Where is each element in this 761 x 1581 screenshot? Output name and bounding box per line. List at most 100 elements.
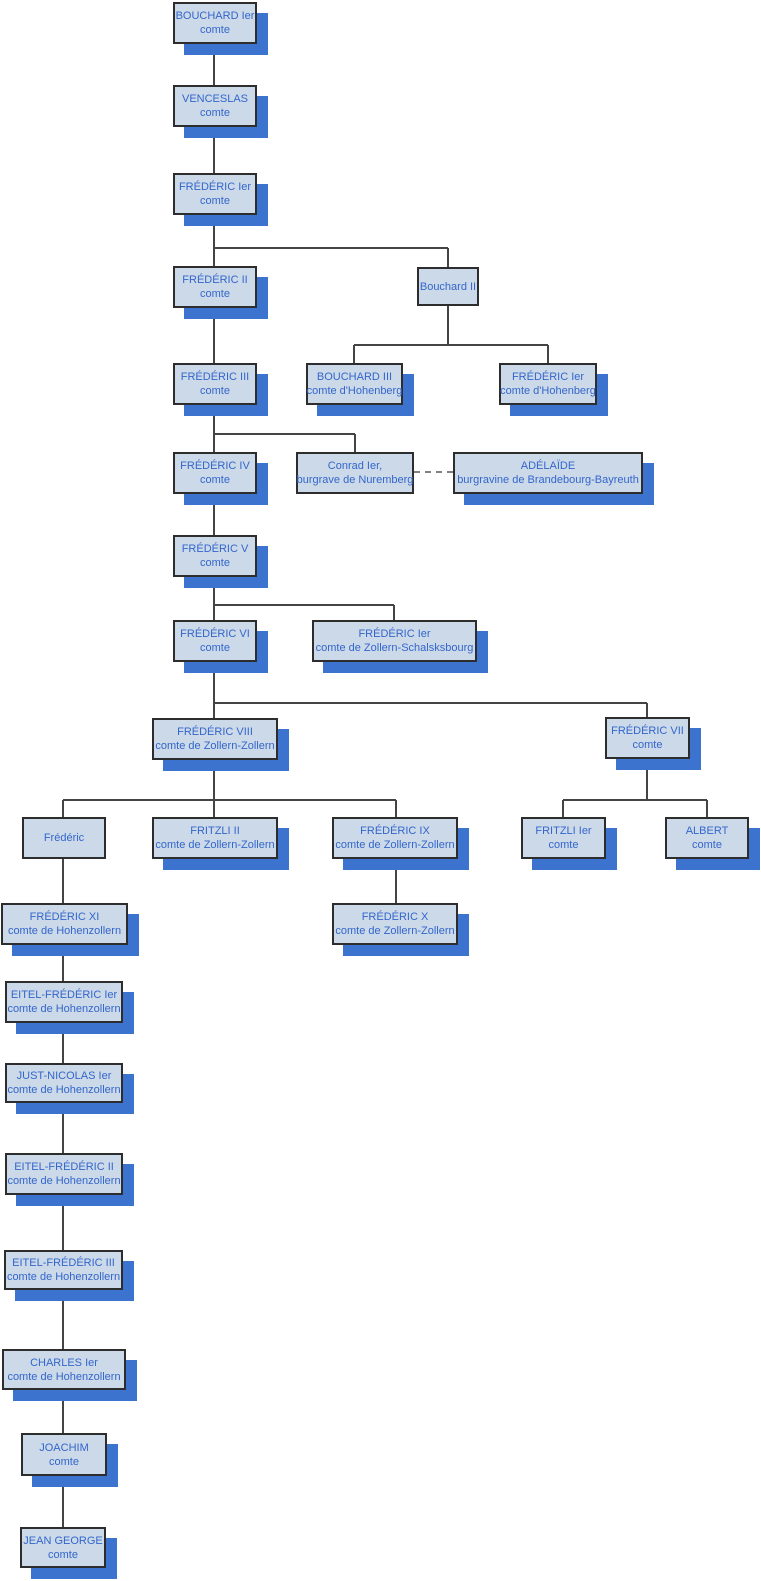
tree-node-albert: ALBERT comte	[665, 817, 749, 859]
node-person-name: JEAN GEORGE	[23, 1534, 103, 1547]
descent-connector-line	[213, 577, 215, 620]
descent-connector-line	[354, 344, 548, 346]
node-person-title: comte de Zollern-Zollern	[155, 839, 275, 851]
descent-connector-line	[213, 127, 215, 173]
node-person-name: FRÉDÉRIC V	[181, 543, 249, 555]
node-person-title: comte	[200, 107, 230, 119]
node-person-name: FRÉDÉRIC IX	[360, 825, 430, 837]
descent-connector-line	[547, 345, 549, 363]
descent-connector-line	[213, 215, 215, 266]
descent-connector-line	[62, 1290, 64, 1349]
node-person-name: FRÉDÉRIC II	[182, 274, 248, 286]
node-person-title: comte de Hohenzollern	[6, 1271, 121, 1283]
node-person-title: burgravine de Brandebourg-Bayreuth	[457, 474, 639, 486]
node-person-name: VENCESLAS	[181, 93, 249, 105]
node-person-name: CHARLES Ier	[30, 1356, 98, 1369]
node-person-title: comte	[200, 24, 230, 36]
node-person-title: comte	[200, 642, 230, 654]
node-person-name: FRITZLI II	[190, 825, 240, 837]
descent-connector-line	[393, 605, 395, 620]
descent-connector-line	[646, 703, 648, 717]
node-person-name: FRÉDÉRIC VI	[180, 628, 250, 640]
descent-connector-line	[447, 248, 449, 267]
descent-connector-line	[563, 799, 707, 801]
node-person-name: FRÉDÉRIC X	[361, 911, 429, 923]
tree-node-frederic-6: FRÉDÉRIC VI comte	[173, 620, 257, 662]
descent-connector-line	[62, 1390, 64, 1433]
node-person-title: comte	[200, 385, 230, 397]
descent-connector-line	[213, 44, 215, 85]
tree-node-frederic-7: FRÉDÉRIC VII comte	[605, 717, 690, 759]
tree-node-bouchard-2: Bouchard II	[417, 267, 479, 306]
descent-connector-line	[214, 604, 394, 606]
descent-connector-line	[646, 759, 648, 800]
tree-node-bouchard-3: BOUCHARD III comte d'Hohenberg	[306, 363, 403, 405]
node-person-title: comte de Zollern-Zollern	[335, 839, 455, 851]
tree-node-frederic-9: FRÉDÉRIC IX comte de Zollern-Zollern	[332, 817, 458, 859]
node-person-title: comte de Zollern-Zollern	[155, 740, 275, 752]
descent-connector-line	[213, 760, 215, 817]
tree-node-fritzli-2: FRITZLI II comte de Zollern-Zollern	[152, 817, 278, 859]
tree-node-eitel-frederic-2: EITEL-FRÉDÉRIC II comte de Hohenzollern	[5, 1153, 123, 1195]
node-person-name: FRÉDÉRIC Ier	[178, 181, 252, 193]
node-person-name: BOUCHARD Ier	[175, 10, 255, 22]
node-person-name: JOACHIM	[39, 1441, 89, 1454]
tree-node-frederic-1: FRÉDÉRIC Ier comte	[173, 173, 257, 215]
node-person-title: comte	[200, 288, 230, 300]
node-person-title: comte de Hohenzollern	[7, 1175, 121, 1187]
node-person-name: Conrad Ier,	[327, 460, 383, 472]
node-person-title: comte d'Hohenberg	[306, 385, 403, 397]
descent-connector-line	[63, 799, 396, 801]
node-person-title: comte	[548, 839, 579, 851]
node-person-title: comte	[200, 474, 230, 486]
descent-connector-line	[213, 405, 215, 452]
tree-node-adelaide: ADÉLAÏDE burgravine de Brandebourg-Bayreu…	[453, 452, 643, 494]
descent-connector-line	[214, 247, 448, 249]
node-person-title: comte de Zollern-Schalsksbourg	[315, 642, 474, 654]
node-person-name: FRÉDÉRIC VII	[611, 725, 684, 737]
descent-connector-line	[214, 433, 355, 435]
node-person-title: comte de Hohenzollern	[7, 1084, 121, 1096]
descent-connector-line	[354, 434, 356, 452]
node-person-name: ADÉLAÏDE	[520, 460, 576, 472]
tree-node-frederic-fils: Frédéric	[22, 817, 106, 859]
descent-connector-line	[213, 494, 215, 535]
node-person-title: comte	[632, 739, 663, 751]
node-person-title: comte	[48, 1548, 78, 1561]
node-person-name: BOUCHARD III	[316, 371, 393, 383]
node-person-name: Bouchard II	[419, 280, 477, 293]
node-person-name: ALBERT	[685, 825, 729, 837]
node-person-title: comte	[49, 1455, 79, 1468]
node-person-title: comte de Zollern-Zollern	[335, 925, 455, 937]
descent-connector-line	[395, 800, 397, 817]
descent-connector-line	[213, 662, 215, 718]
node-person-name: EITEL-FRÉDÉRIC Ier	[10, 989, 118, 1001]
tree-node-venceslas: VENCESLAS comte	[173, 85, 257, 127]
node-person-title: comte d'Hohenberg	[500, 385, 596, 397]
node-person-title: comte	[692, 839, 722, 851]
tree-node-conrad-1: Conrad Ier, burgrave de Nuremberg	[296, 452, 414, 494]
node-person-name: EITEL-FRÉDÉRIC III	[12, 1257, 115, 1269]
node-person-name: FRÉDÉRIC Ier	[511, 371, 585, 383]
node-person-title: burgrave de Nuremberg	[296, 474, 414, 486]
descent-connector-line	[62, 1023, 64, 1063]
node-person-name: FRITZLI Ier	[535, 825, 592, 837]
descent-connector-line	[62, 1103, 64, 1153]
descent-connector-line	[395, 859, 397, 903]
descent-connector-line	[62, 859, 64, 903]
descent-connector-line	[213, 308, 215, 363]
node-person-name: EITEL-FRÉDÉRIC II	[14, 1161, 114, 1173]
node-person-name: Frédéric	[43, 832, 85, 844]
tree-node-eitel-frederic-3: EITEL-FRÉDÉRIC III comte de Hohenzollern	[4, 1250, 123, 1290]
node-person-title: comte	[200, 195, 230, 207]
node-person-title: comte	[200, 557, 230, 569]
descent-connector-line	[447, 306, 449, 345]
